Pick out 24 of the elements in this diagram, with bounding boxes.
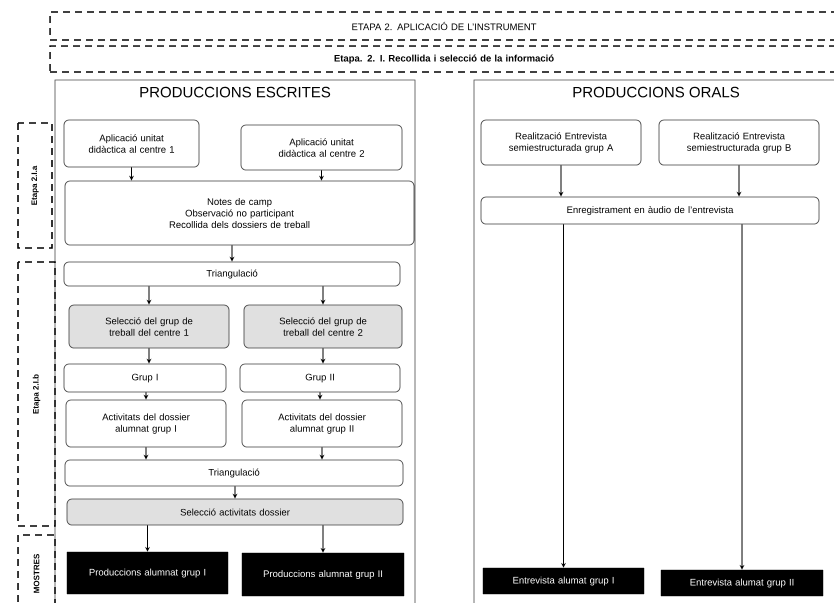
process-box: Realització Entrevista semiestructurada grup A	[480, 120, 642, 166]
process-box: Activitats del dossier alumnat grup II	[242, 400, 402, 448]
sample-box: Produccions alumnat grup I	[66, 552, 228, 594]
process-box: Triangulació	[64, 262, 400, 286]
process-box: Grup II	[240, 364, 400, 392]
process-box: Enregistrament en àudio de l’entrevista	[480, 196, 820, 224]
sample-box: Entrevista alumat grup I	[482, 568, 644, 594]
process-box: Aplicació unitat didàctica al centre 1	[64, 120, 200, 168]
stage-banner: ETAPA 2. APLICACIÓ DE L’INSTRUMENT	[49, 11, 834, 41]
selection-box: Selecció del grup de treball del centre 1	[68, 304, 230, 348]
process-box: Activitats del dossier alumnat grup I	[66, 400, 226, 448]
stage-band: MOSTRES	[17, 534, 56, 603]
sample-box: Produccions alumnat grup II	[242, 552, 404, 596]
stage-band: Etapa 2.I.b	[17, 261, 56, 527]
process-box: Grup I	[64, 364, 226, 392]
selection-box: Selecció activitats dossier	[66, 498, 404, 526]
process-box: Triangulació	[64, 460, 404, 486]
stage-banner: Etapa. 2. I. Recollida i selecció de la informació	[49, 45, 834, 73]
selection-box: Selecció del grup de treball del centre 2	[244, 304, 402, 348]
process-box: Realització Entrevista semiestructurada grup B	[658, 120, 820, 166]
process-box: Aplicació unitat didàctica al centre 2	[240, 124, 402, 170]
stage-band: Etapa 2.I.a	[17, 122, 53, 249]
process-box: Notes de camp Observació no participant Recollida dels dossiers de treball	[64, 180, 414, 246]
sample-box: Entrevista alumat grup II	[660, 570, 824, 596]
